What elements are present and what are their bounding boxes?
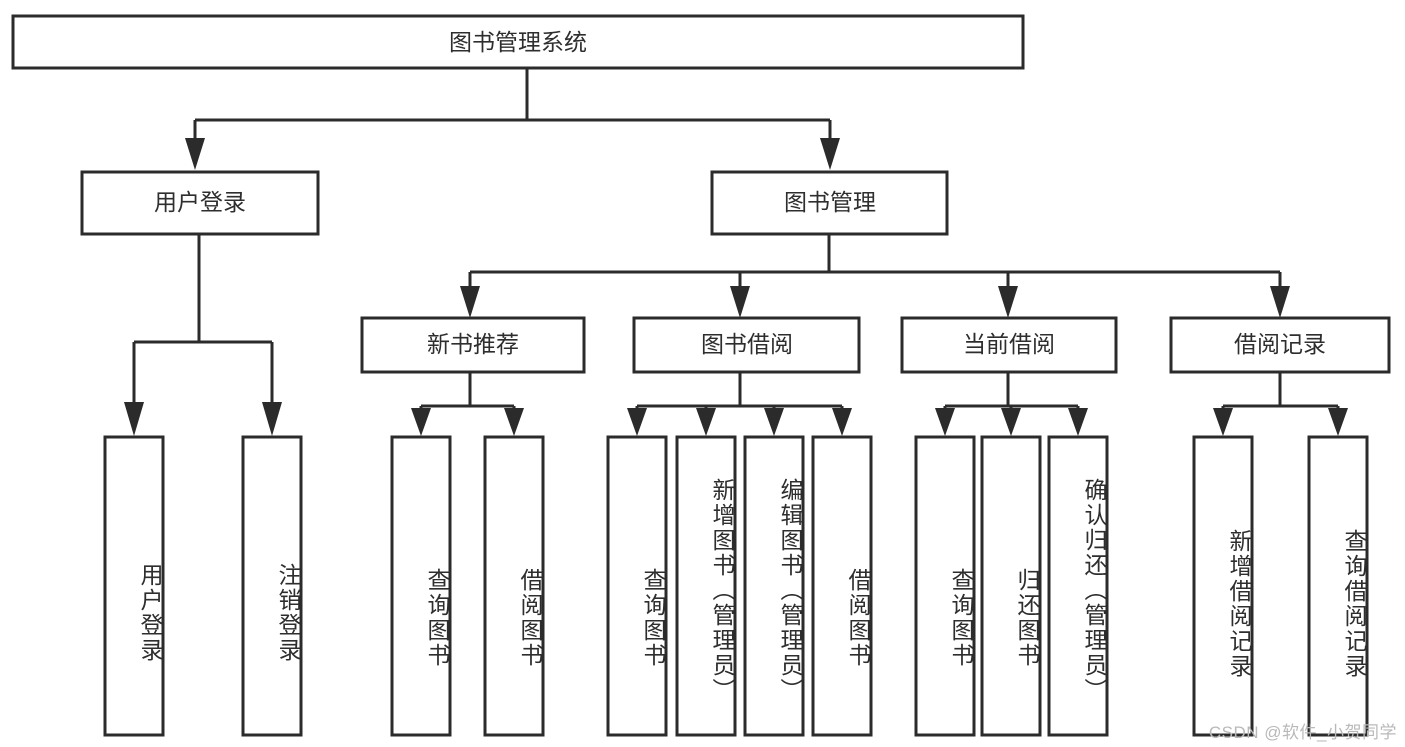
connectors (124, 68, 1348, 436)
arrow-to-borrow-record (1270, 286, 1290, 318)
leaf-box-1[interactable] (241, 435, 303, 737)
leaf-box-5[interactable] (675, 435, 737, 737)
arrow-bookborrow-leaf-4 (832, 408, 852, 436)
node-box-borrow-record[interactable] (1169, 316, 1391, 374)
leaf-box-9[interactable] (980, 435, 1042, 737)
leaf-box-3[interactable] (483, 435, 545, 737)
watermark-text: CSDN @软件_小贺同学 (1208, 723, 1397, 742)
arrow-bookborrow-leaf-2 (696, 408, 716, 436)
leaf-box-0[interactable] (103, 435, 165, 737)
leaf-box-10[interactable] (1047, 435, 1109, 737)
arrow-to-new-book-rec (460, 286, 480, 318)
arrow-to-book-manage (820, 138, 840, 170)
leaf-box-8[interactable] (914, 435, 976, 737)
node-box-current-borrow[interactable] (900, 316, 1118, 374)
leaf-box-11[interactable] (1192, 435, 1254, 737)
leaf-box-4[interactable] (606, 435, 668, 737)
node-box-user-login[interactable] (80, 170, 320, 236)
node-labels: 图书管理系统 用户登录 图书管理 新书推荐 图书借阅 当前借阅 借阅记录 (154, 29, 1326, 357)
node-box-book-borrow[interactable] (632, 316, 861, 374)
arrow-currentborrow-leaf-2 (1001, 408, 1021, 436)
arrow-leaf-logout (262, 402, 282, 436)
arrow-borrowrecord-leaf-2 (1328, 408, 1348, 436)
leaf-box-2[interactable] (390, 435, 452, 737)
label-book-manage: 图书管理 (784, 189, 876, 215)
label-root: 图书管理系统 (449, 29, 587, 55)
arrow-currentborrow-leaf-3 (1068, 408, 1088, 436)
node-box-book-manage[interactable] (710, 170, 949, 236)
leaf-box-7[interactable] (811, 435, 873, 737)
label-user-login: 用户登录 (154, 189, 246, 215)
nodes (11, 14, 1391, 737)
label-borrow-record: 借阅记录 (1234, 331, 1326, 357)
arrow-bookborrow-leaf-1 (627, 408, 647, 436)
arrow-newbook-leaf-1 (411, 408, 431, 436)
label-new-book-rec: 新书推荐 (427, 331, 519, 357)
arrow-leaf-user-login (124, 402, 144, 436)
arrow-bookborrow-leaf-3 (764, 408, 784, 436)
arrow-borrowrecord-leaf-1 (1213, 408, 1233, 436)
arrow-currentborrow-leaf-1 (935, 408, 955, 436)
label-book-borrow: 图书借阅 (701, 331, 793, 357)
arrow-to-user-login (185, 138, 205, 170)
node-box-new-book-rec[interactable] (360, 316, 586, 374)
arrow-to-current-borrow (998, 286, 1018, 318)
arrow-newbook-leaf-2 (504, 408, 524, 436)
node-box-root[interactable] (11, 14, 1025, 70)
arrow-to-book-borrow (730, 286, 750, 318)
leaf-box-12[interactable] (1307, 435, 1369, 737)
label-current-borrow: 当前借阅 (963, 331, 1055, 357)
leaf-box-6[interactable] (743, 435, 805, 737)
